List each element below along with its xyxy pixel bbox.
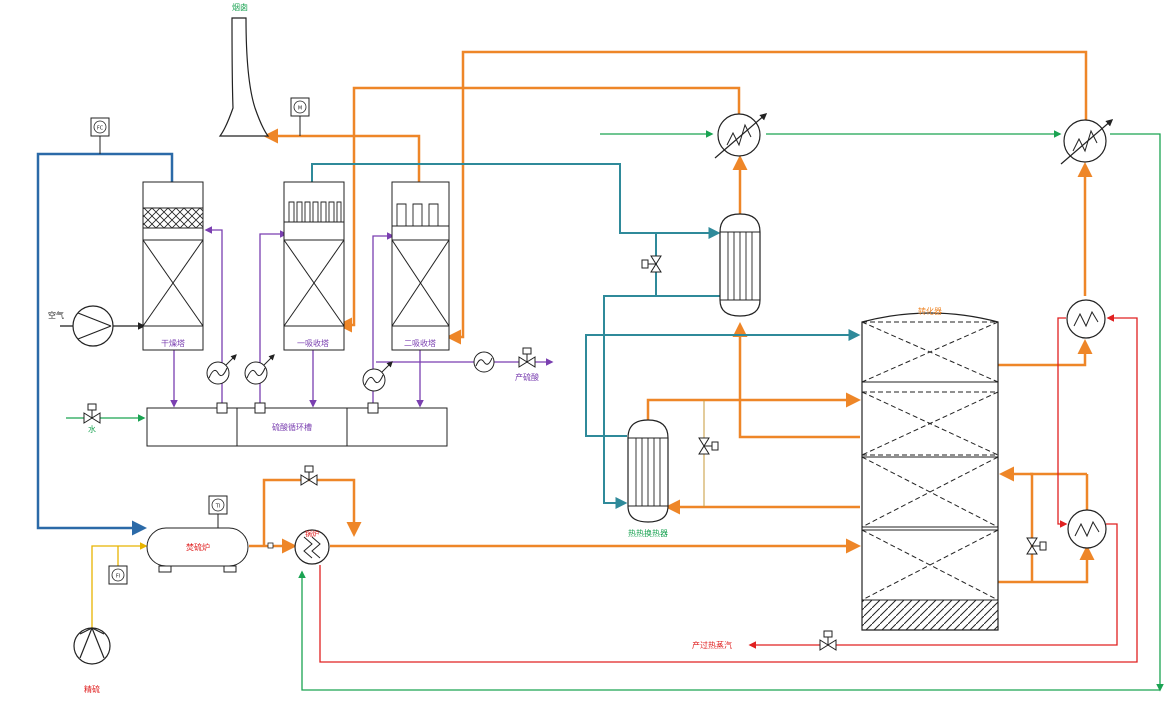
acid-circulation-tank [146, 402, 448, 447]
furnace-outlet-tap [267, 542, 274, 549]
hot-hx-label: 热热换热器 [628, 528, 668, 538]
superheater-upper [1066, 299, 1106, 339]
hot-hot-heat-exchanger [627, 419, 669, 523]
acid-lines [170, 226, 554, 408]
boiler-bypass-valve[interactable] [300, 465, 318, 486]
product-acid-cooler [473, 351, 495, 373]
acid-cooler-2 [244, 354, 275, 385]
chimney [218, 17, 270, 137]
upper-hx-bypass-valve[interactable] [641, 255, 662, 273]
instrument-fc-tag: FC [97, 126, 104, 132]
tube-heat-exchanger-upper [719, 213, 761, 317]
first-absorber [283, 181, 345, 351]
boiler-label: 锅炉 [305, 529, 319, 538]
water-valve[interactable] [83, 403, 101, 424]
product-acid-label: 产硫酸 [515, 372, 539, 382]
instrument-m[interactable]: M [290, 97, 310, 136]
superheater-lower [1067, 509, 1107, 549]
acid-cooler-3 [362, 361, 393, 392]
drying-tower-label: 干燥塔 [161, 338, 185, 348]
teal-lines [311, 163, 861, 509]
circ-tank-label: 硫酸循环槽 [272, 422, 312, 432]
furnace-label: 焚硫炉 [186, 542, 210, 552]
converter-bypass-valve[interactable] [1026, 537, 1047, 555]
sulfur-label: 精硫 [84, 684, 100, 694]
instrument-m-tag: M [298, 106, 302, 112]
drying-tower [142, 181, 204, 351]
hot-hx-bypass-valve[interactable] [698, 437, 719, 455]
first-absorber-label: 一吸收塔 [297, 338, 329, 348]
steam-valve[interactable] [819, 630, 837, 651]
steam-label: 产过热蒸汽 [692, 640, 732, 650]
acid-cooler-1 [206, 354, 237, 385]
blue-lines [36, 152, 174, 536]
gas-heat-exchanger-1 [714, 113, 768, 159]
instrument-ti-tag: TI [215, 504, 221, 510]
converter [861, 312, 999, 631]
instrument-fc[interactable]: FC [90, 117, 110, 154]
green-lines [66, 130, 1164, 692]
instrument-fi[interactable]: FI [108, 565, 128, 585]
sulfur-furnace: TI [146, 495, 249, 573]
product-acid-valve[interactable] [518, 347, 536, 368]
process-lines [36, 50, 1164, 692]
converter-label: 转化器 [918, 306, 942, 316]
water-label: 水 [88, 424, 96, 434]
second-absorber-label: 二吸收塔 [404, 338, 436, 348]
second-absorber [391, 181, 450, 351]
sulfur-pump[interactable] [73, 627, 111, 665]
gas-lines [249, 50, 1095, 584]
red-lines [319, 314, 1138, 663]
waste-heat-boiler [294, 529, 330, 565]
air-label: 空气 [48, 310, 64, 320]
gas-heat-exchanger-2 [1060, 119, 1114, 165]
chimney-label: 烟囱 [232, 2, 248, 12]
air-blower[interactable] [72, 305, 114, 347]
sulfur-line [91, 542, 148, 628]
instrument-fi-tag: FI [116, 574, 120, 580]
